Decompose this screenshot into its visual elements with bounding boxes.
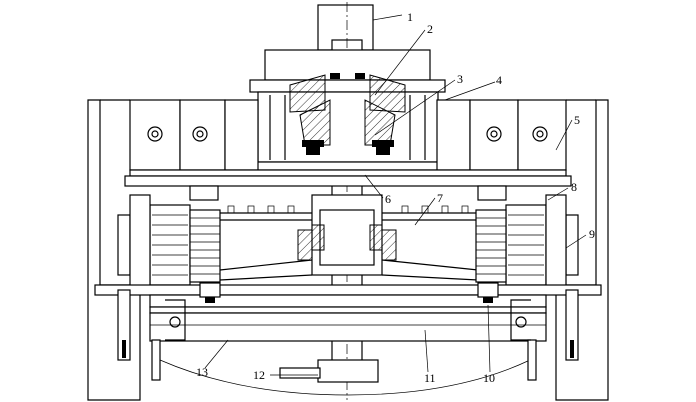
leader-lines <box>204 14 587 376</box>
callout-2: 2 <box>427 22 433 36</box>
rotor-spider <box>219 205 479 281</box>
callout-5: 5 <box>574 113 580 127</box>
callout-labels: 1 2 3 4 5 6 7 8 9 10 11 12 13 <box>196 10 595 385</box>
callout-1: 1 <box>407 10 413 24</box>
spider-teeth <box>227 205 469 214</box>
callout-7: 7 <box>437 191 443 205</box>
callout-6: 6 <box>385 192 391 206</box>
callout-3: 3 <box>457 72 463 86</box>
stator-core-left <box>117 194 221 291</box>
upper-bracket <box>124 99 572 201</box>
callout-9: 9 <box>589 227 595 241</box>
callout-4: 4 <box>496 73 502 87</box>
callout-10: 10 <box>483 371 495 385</box>
callout-11: 11 <box>424 371 436 385</box>
upper-bearing-assembly <box>249 49 446 171</box>
callout-13: 13 <box>196 365 208 379</box>
left-bracket-box-outer <box>129 99 181 171</box>
lower-bracket <box>94 282 602 381</box>
callout-12: 12 <box>253 368 265 382</box>
shaft-flange <box>317 359 379 383</box>
callout-8: 8 <box>571 180 577 194</box>
stator-core-right <box>475 194 579 291</box>
right-bracket-box <box>469 99 519 171</box>
